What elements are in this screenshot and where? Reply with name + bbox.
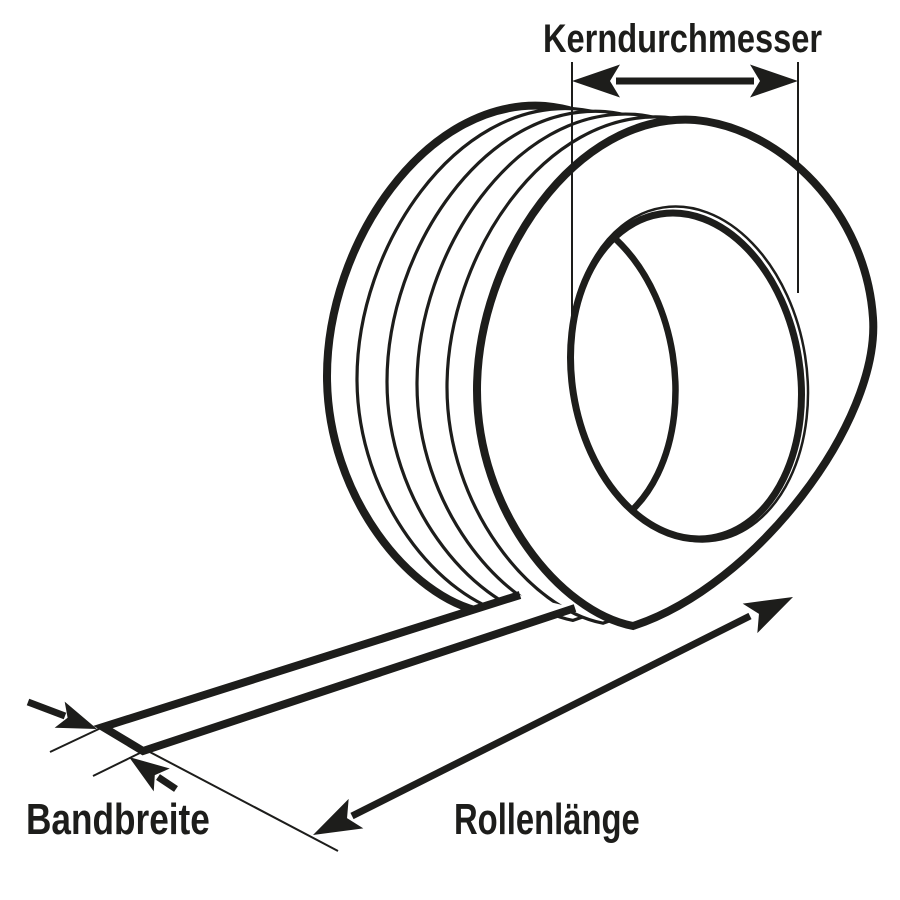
width-extension-line-lower	[92, 749, 147, 777]
tape-width-label: Bandbreite	[26, 795, 210, 844]
core-diameter-label: Kerndurchmesser	[543, 17, 823, 61]
width-arrow-upper-shaft	[26, 698, 67, 720]
tape-strip	[93, 591, 577, 756]
arrowhead-right-icon	[750, 64, 798, 98]
core-hole	[547, 205, 810, 543]
roll-length-label: Rollenlänge	[454, 795, 640, 844]
arrowhead-length-left-icon	[305, 798, 364, 850]
arrowhead-length-right-icon	[742, 582, 801, 634]
length-extension-line	[145, 749, 339, 852]
width-arrow-lower-shaft	[156, 774, 178, 792]
tape-strip-edges	[93, 591, 577, 756]
tape-width-dimension	[26, 698, 178, 792]
core-diameter-dimension	[571, 62, 799, 368]
tape-strip-surface	[103, 595, 575, 751]
arrowhead-left-icon	[572, 64, 620, 98]
roll-length-arrow-shaft	[350, 612, 752, 820]
arrowhead-width-upper-icon	[54, 701, 103, 743]
width-extension-line-upper	[49, 726, 104, 753]
core-ring	[567, 209, 805, 543]
roll-length-dimension	[145, 582, 801, 852]
